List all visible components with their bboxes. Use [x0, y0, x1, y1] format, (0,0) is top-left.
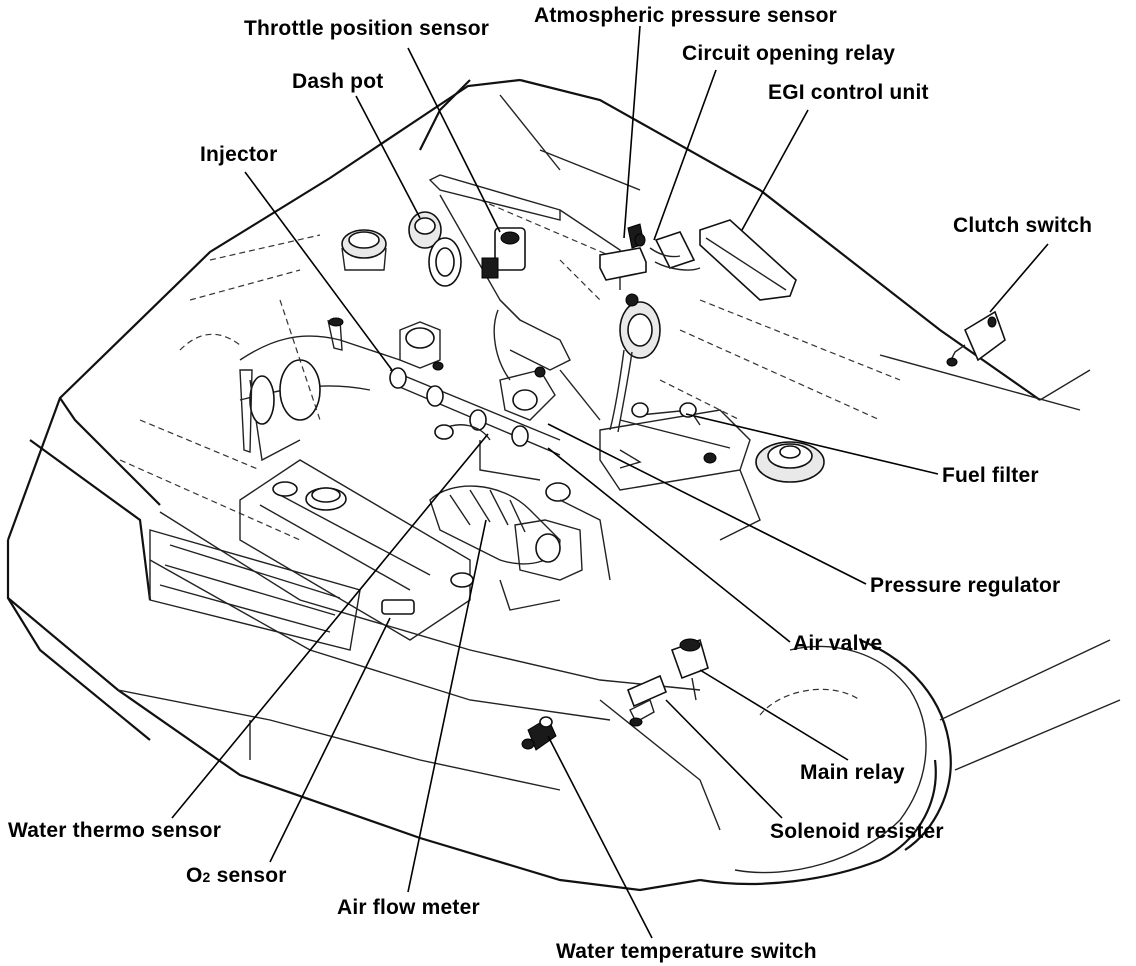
label-main-relay: Main relay	[800, 761, 905, 784]
label-fuel-filter: Fuel filter	[942, 464, 1039, 487]
o2-sensor-rest: sensor	[210, 864, 287, 887]
label-water-thermo-sensor: Water thermo sensor	[8, 819, 222, 842]
label-atmospheric-pressure-sensor: Atmospheric pressure sensor	[534, 4, 838, 27]
label-water-temperature-switch: Water temperature switch	[556, 940, 817, 963]
label-o2-sensor: O2 sensor	[186, 864, 287, 889]
intake-plenum	[408, 174, 621, 371]
label-injector: Injector	[200, 143, 278, 166]
radiator-area	[239, 459, 474, 641]
fuel-filter-area	[599, 299, 901, 541]
loose-components	[521, 310, 1006, 751]
fuel-rail-injectors	[389, 309, 601, 456]
air-flow-meter-duct	[429, 440, 611, 611]
label-circuit-opening-relay: Circuit opening relay	[682, 42, 896, 65]
relays-control-unit	[599, 219, 797, 433]
label-egi-control-unit: EGI control unit	[768, 81, 929, 104]
label-air-valve: Air valve	[793, 632, 883, 655]
o2-sensor-subscript: 2	[202, 869, 211, 885]
label-pressure-regulator: Pressure regulator	[870, 574, 1061, 597]
leader-lines	[171, 25, 1049, 939]
air-cleaner-area	[179, 229, 401, 462]
label-air-flow-meter: Air flow meter	[337, 896, 480, 919]
label-clutch-switch: Clutch switch	[953, 214, 1093, 237]
label-throttle-position-sensor: Throttle position sensor	[244, 17, 490, 40]
o2-sensor-o: O	[186, 864, 203, 887]
label-dash-pot: Dash pot	[292, 70, 384, 93]
label-solenoid-resister: Solenoid resister	[770, 820, 944, 843]
